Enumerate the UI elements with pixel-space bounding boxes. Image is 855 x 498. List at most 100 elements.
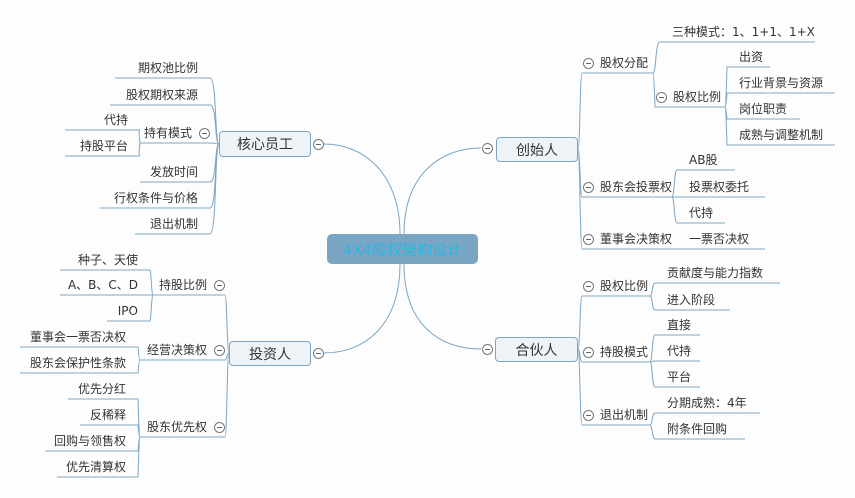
connector-investor-ratio — [153, 294, 230, 354]
connector-liquidation-preference — [57, 436, 141, 478]
connector-industry-background — [724, 92, 835, 108]
node-board-decision[interactable]: 董事会决策权 — [600, 232, 673, 246]
connector-platform — [649, 361, 700, 388]
node-entry-stage[interactable]: 进入阶段 — [667, 293, 716, 307]
central-topic[interactable]: 4X4股权架构设计 — [327, 234, 478, 264]
collapse-partner-icon[interactable] — [481, 343, 493, 355]
node-direct[interactable]: 直接 — [667, 318, 692, 332]
connector-conditional-buyback — [649, 424, 745, 440]
connector-priority-dividend — [68, 398, 141, 438]
connector-operating-decision — [140, 352, 230, 361]
collapse-investor-icon[interactable] — [312, 347, 324, 359]
node-equity-distribution[interactable]: 股权分配 — [600, 56, 649, 70]
node-ab-shares[interactable]: AB股 — [689, 153, 718, 167]
node-liquidation-preference[interactable]: 优先清算权 — [65, 460, 126, 474]
node-industry-background[interactable]: 行业背景与资源 — [739, 76, 824, 90]
node-platform[interactable]: 平台 — [667, 370, 692, 384]
node-shareholder-voting[interactable]: 股东会投票权 — [600, 180, 673, 194]
connector-center-employee — [323, 143, 401, 235]
topic-investor[interactable]: 投资人 — [229, 341, 311, 366]
collapse-operating-decision-icon[interactable] — [213, 344, 225, 356]
node-equity-ratio[interactable]: 股权比例 — [673, 90, 722, 104]
node-three-modes[interactable]: 三种模式：1、1+1、1+X — [672, 25, 815, 39]
node-employee-exit[interactable]: 退出机制 — [149, 217, 198, 231]
connector-seed-angel — [60, 269, 154, 296]
connector-ab-shares — [671, 169, 735, 198]
node-holding-mode[interactable]: 持有模式 — [143, 126, 192, 140]
connector-anti-dilution — [80, 424, 141, 438]
node-partner-equity-ratio[interactable]: 股权比例 — [600, 279, 649, 293]
connector-holding-mode — [140, 142, 220, 145]
node-contribution-index[interactable]: 贡献度与能力指数 — [667, 266, 764, 280]
collapse-equity-distribution-icon[interactable] — [582, 57, 594, 69]
node-option-source[interactable]: 股权期权来源 — [125, 88, 198, 102]
connector-shareholder-priority — [140, 352, 230, 438]
node-vesting-adjustment[interactable]: 成熟与调整机制 — [739, 128, 824, 142]
collapse-board-decision-icon[interactable] — [582, 233, 594, 245]
connector-three-modes — [652, 41, 815, 74]
connector-vesting-adjustment — [724, 106, 835, 146]
collapse-partner-exit-icon[interactable] — [582, 409, 594, 421]
node-buyback-drag-along[interactable]: 回购与领售权 — [53, 434, 126, 448]
node-veto-right[interactable]: 一票否决权 — [689, 232, 750, 246]
node-nominee[interactable]: 代持 — [103, 113, 128, 127]
node-conditional-buyback[interactable]: 附条件回购 — [667, 422, 728, 436]
node-voting-proxy[interactable]: 投票权委托 — [689, 180, 750, 194]
connector-employee-exit — [135, 143, 220, 235]
connector-board-decision — [577, 148, 672, 250]
connector-board-veto — [20, 346, 141, 361]
node-holding-platform[interactable]: 持股平台 — [79, 139, 128, 153]
connector-direct — [649, 334, 700, 363]
node-protective-provisions[interactable]: 股东会保护性条款 — [29, 356, 126, 370]
node-board-veto[interactable]: 董事会一票否决权 — [29, 330, 126, 344]
node-shareholder-priority[interactable]: 股东优先权 — [146, 420, 207, 434]
node-ipo[interactable]: IPO — [117, 304, 138, 318]
node-exercise-conditions[interactable]: 行权条件与价格 — [113, 191, 198, 205]
node-grant-time[interactable]: 发放时间 — [149, 165, 198, 179]
node-operating-decision[interactable]: 经营决策权 — [146, 343, 207, 357]
collapse-holding-mode-icon[interactable] — [582, 346, 594, 358]
node-capital[interactable]: 出资 — [739, 50, 764, 64]
collapse-investor-ratio-icon[interactable] — [213, 279, 225, 291]
collapse-equity-ratio-icon[interactable] — [655, 91, 667, 103]
connector-protective-provisions — [20, 359, 141, 374]
node-option-pool[interactable]: 期权池比例 — [137, 61, 198, 75]
collapse-shareholder-voting-icon[interactable] — [582, 181, 594, 193]
collapse-employee-icon[interactable] — [312, 138, 324, 150]
connector-holding-mode — [577, 348, 650, 363]
collapse-founder-icon[interactable] — [481, 142, 493, 154]
connector-contribution-index — [649, 282, 780, 297]
node-series-abcd[interactable]: A、B、C、D — [67, 278, 138, 292]
node-job-duties[interactable]: 岗位职责 — [739, 102, 788, 116]
topic-core-employee[interactable]: 核心员工 — [219, 131, 311, 157]
connector-ipo — [107, 294, 154, 322]
node-investor-ratio[interactable]: 持股比例 — [158, 278, 207, 292]
node-priority-dividend[interactable]: 优先分红 — [77, 382, 126, 396]
connector-partner-exit — [577, 348, 650, 426]
connector-center-founder — [403, 147, 482, 235]
connector-nominee — [65, 129, 141, 144]
connector-partner-equity-ratio — [577, 295, 650, 350]
node-holding-mode[interactable]: 持股模式 — [600, 345, 649, 359]
topic-partner[interactable]: 合伙人 — [495, 337, 578, 362]
node-nominee[interactable]: 代持 — [689, 206, 714, 220]
collapse-holding-mode-icon[interactable] — [198, 127, 210, 139]
node-seed-angel[interactable]: 种子、天使 — [77, 253, 138, 267]
node-nominee[interactable]: 代持 — [667, 344, 692, 358]
connector-center-investor — [323, 263, 401, 354]
node-partner-exit[interactable]: 退出机制 — [600, 408, 649, 422]
node-staged-vesting[interactable]: 分期成熟：4年 — [667, 396, 747, 410]
connector-holding-platform — [65, 142, 141, 157]
collapse-shareholder-priority-icon[interactable] — [213, 421, 225, 433]
connector-option-source — [110, 104, 220, 145]
node-anti-dilution[interactable]: 反稀释 — [89, 408, 126, 422]
connector-nominee — [671, 196, 725, 224]
connector-equity-ratio — [652, 72, 725, 108]
topic-founder[interactable]: 创始人 — [496, 137, 578, 162]
connector-entry-stage — [649, 295, 730, 311]
collapse-partner-equity-ratio-icon[interactable] — [582, 280, 594, 292]
connector-nominee — [649, 360, 700, 363]
connector-center-partner — [403, 263, 482, 350]
connector-equity-distribution — [577, 72, 653, 150]
